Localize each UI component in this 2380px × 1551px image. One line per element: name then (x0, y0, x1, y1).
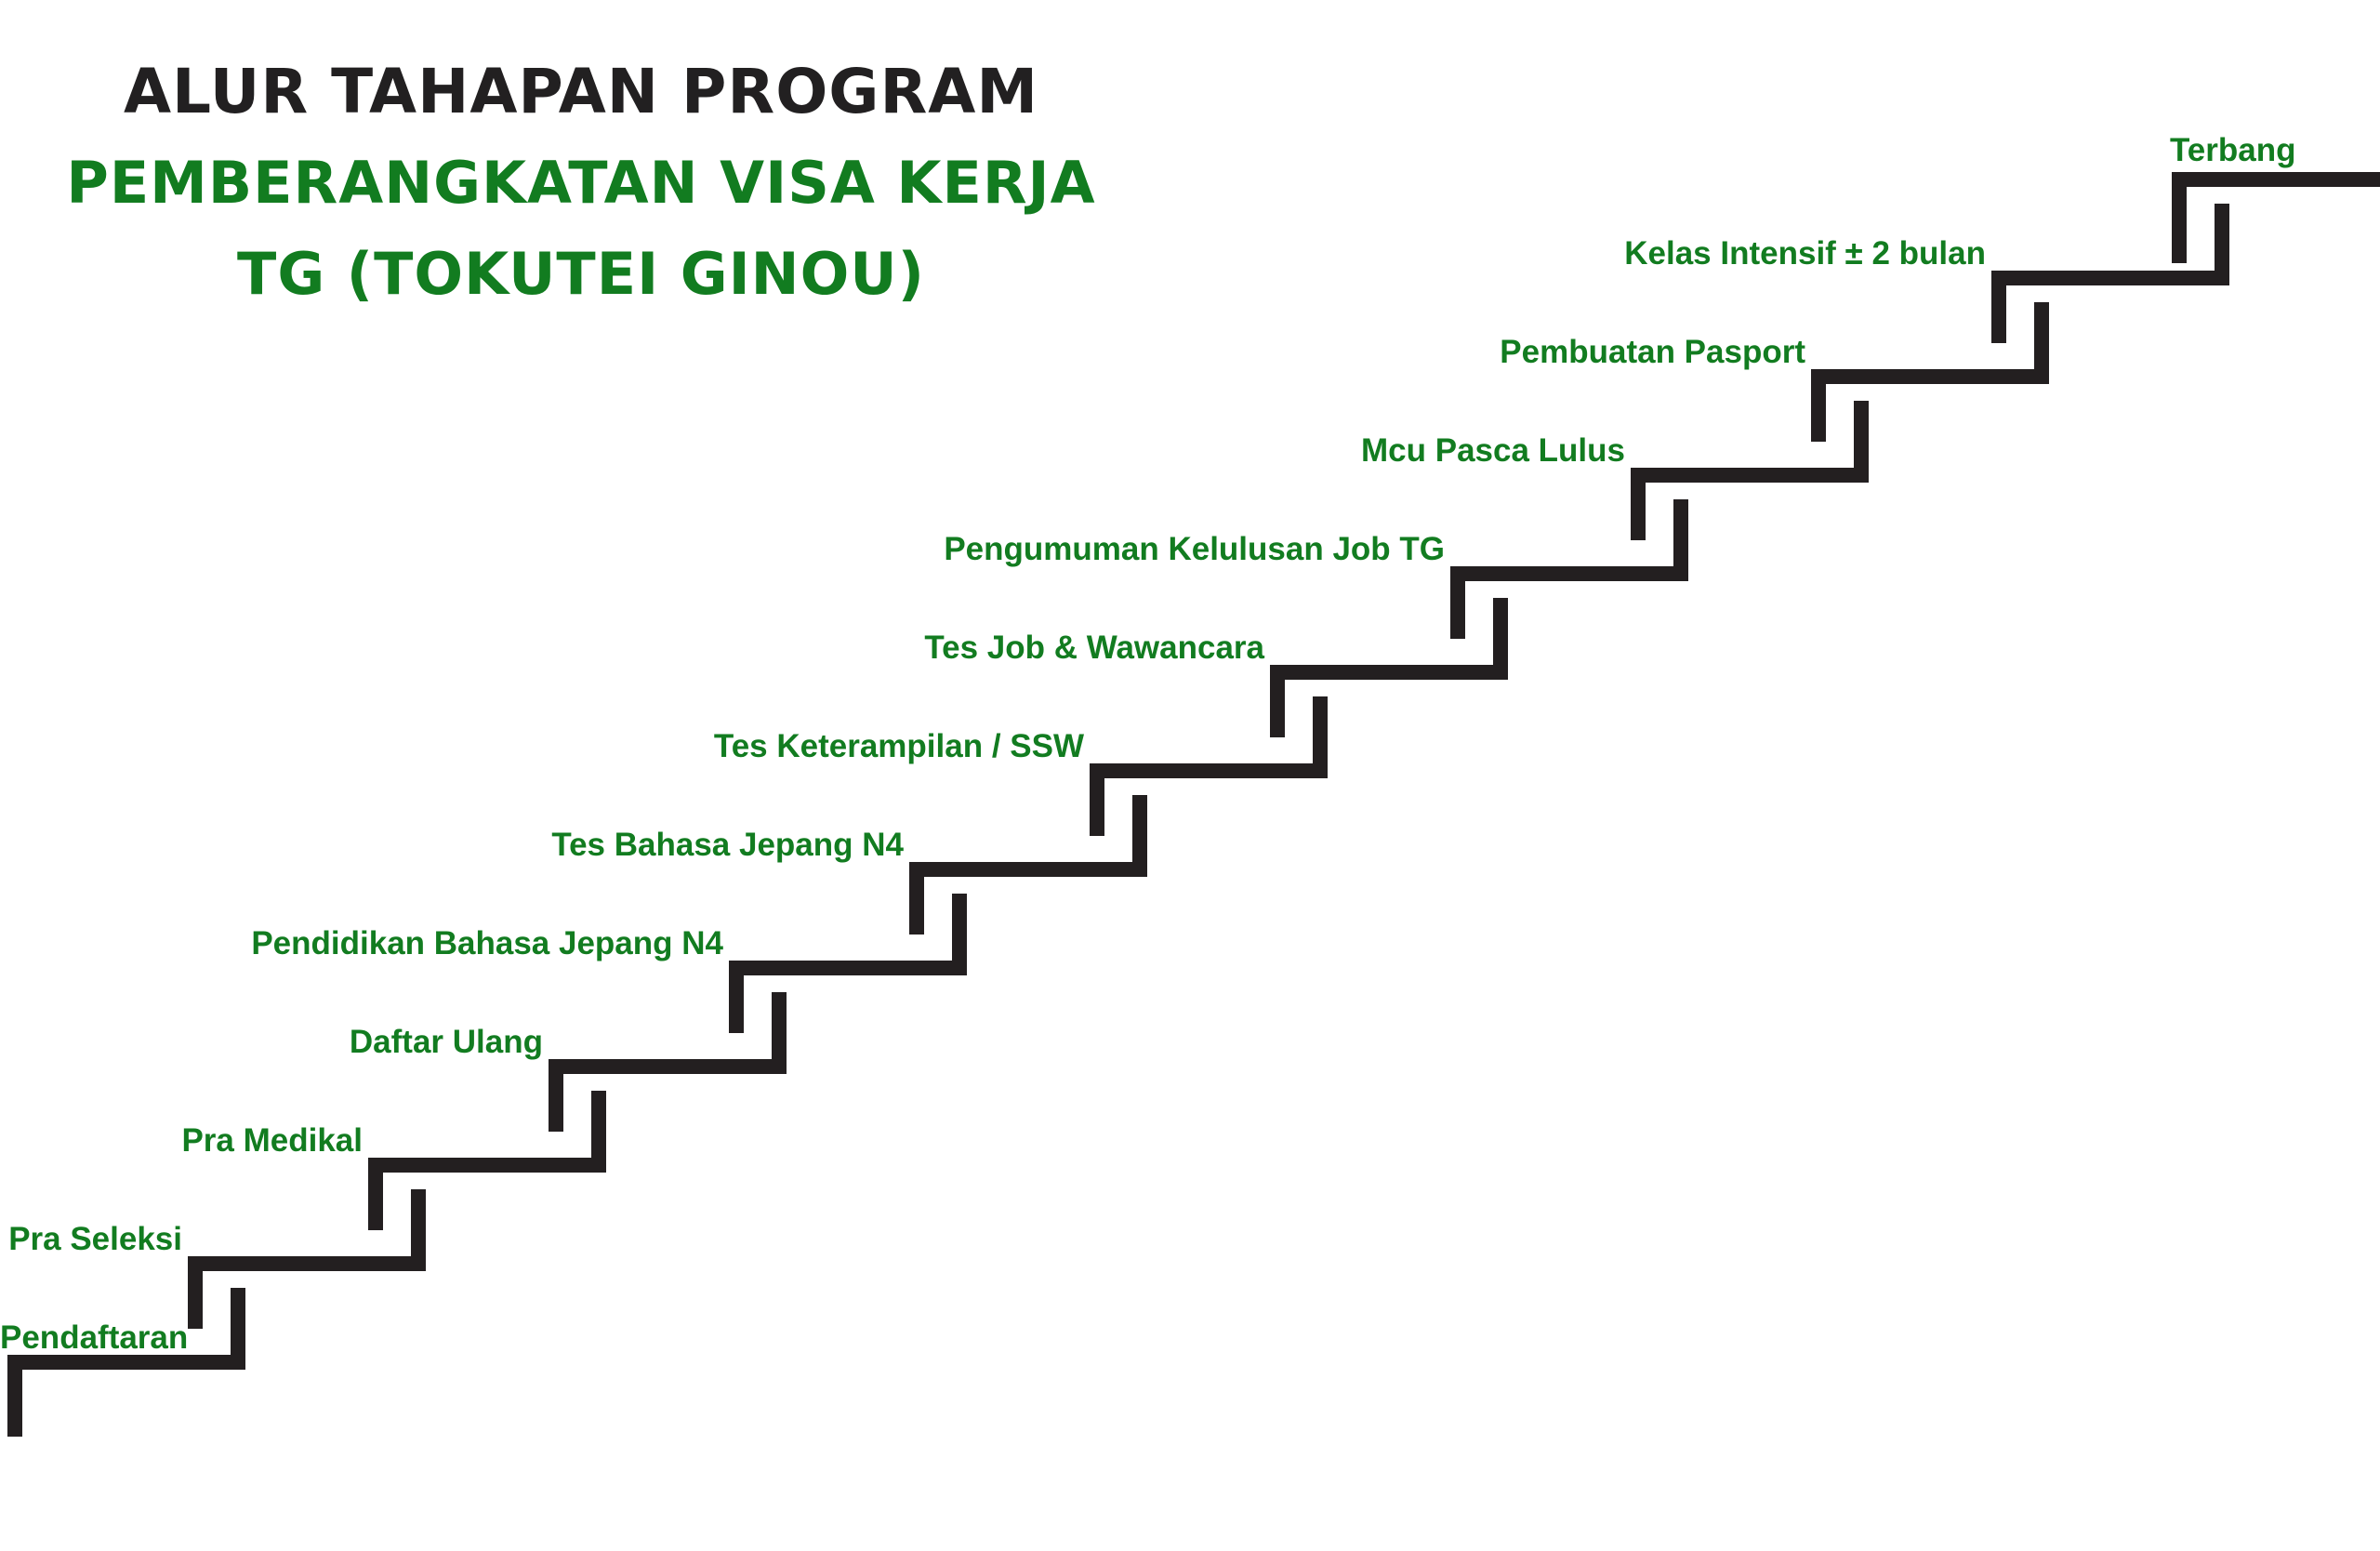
step-label-11: Pembuatan Pasport (1500, 334, 1805, 370)
step-label-1: Pendaftaran (0, 1319, 188, 1356)
stair-step-8 (1270, 598, 1508, 737)
stair-step-9 (1450, 499, 1688, 639)
stair-step-5 (729, 894, 967, 1033)
step-label-3: Pra Medikal (181, 1122, 363, 1159)
step-label-4: Daftar Ulang (350, 1024, 543, 1060)
stair-step-10 (1631, 401, 1869, 540)
step-label-5: Pendidikan Bahasa Jepang N4 (251, 925, 723, 961)
step-label-9: Pengumuman Kelulusan Job TG (944, 531, 1445, 567)
stair-step-7 (1090, 696, 1328, 836)
stair-step-1 (7, 1288, 245, 1437)
stair-step-2 (188, 1189, 426, 1329)
step-label-12: Kelas Intensif ± 2 bulan (1624, 235, 1986, 272)
step-label-10: Mcu Pasca Lulus (1361, 432, 1625, 469)
step-label-8: Tes Job & Wawancara (924, 630, 1264, 666)
title-line-3: TG (TOKUTEI GINOU) (237, 240, 925, 308)
title-line-1: ALUR TAHAPAN PROGRAM (123, 56, 1039, 127)
step-label-6: Tes Bahasa Jepang N4 (551, 827, 904, 863)
stair-step-13 (2172, 172, 2380, 263)
stair-step-4 (549, 992, 787, 1132)
stair-step-6 (909, 795, 1147, 935)
title-line-2: PEMBERANGKATAN VISA KERJA (66, 149, 1096, 217)
diagram-title: ALUR TAHAPAN PROGRAM PEMBERANGKATAN VISA… (56, 46, 1106, 320)
stair-step-3 (368, 1091, 606, 1230)
step-label-13: Terbang (2170, 132, 2295, 168)
step-label-2: Pra Seleksi (8, 1221, 182, 1257)
step-label-7: Tes Keterampilan / SSW (714, 728, 1084, 764)
stair-step-12 (1991, 204, 2229, 343)
stair-step-11 (1811, 302, 2049, 442)
